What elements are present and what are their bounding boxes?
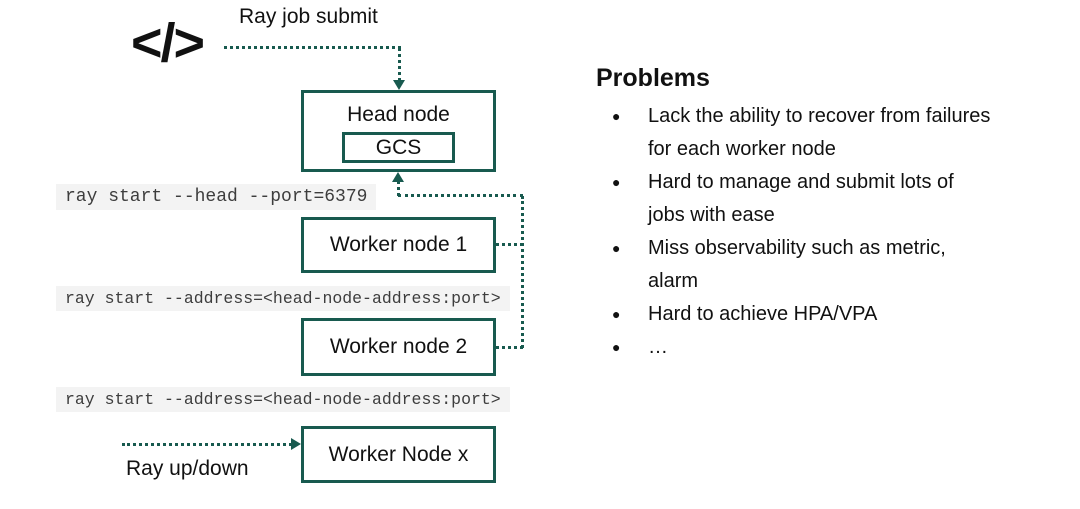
- worker-node-x-box: Worker Node x: [301, 426, 496, 483]
- bullet-icon: ●: [612, 306, 621, 322]
- gcs-label: GCS: [375, 136, 422, 159]
- bullet-icon: ●: [612, 174, 621, 190]
- problems-item: ● Lack the ability to recover from failu…: [612, 100, 1052, 166]
- problems-item: ● Hard to achieve HPA/VPA: [612, 298, 1052, 331]
- connector-gcs-horizontal: [398, 194, 523, 197]
- connector-worker2-stub: [496, 346, 523, 349]
- bullet-icon: ●: [612, 240, 621, 256]
- connector-updown-horizontal: [122, 443, 292, 446]
- worker1-start-command: ray start --address=<head-node-address:p…: [56, 286, 510, 311]
- arrowhead-down-icon: [393, 80, 405, 90]
- problems-item-text: Miss observability such as metric, alarm: [648, 237, 946, 292]
- head-node-box: Head node GCS: [301, 90, 496, 172]
- worker-node-2-box: Worker node 2: [301, 318, 496, 376]
- problems-item-text: Lack the ability to recover from failure…: [648, 105, 991, 160]
- connector-submit-vertical: [398, 48, 401, 81]
- connector-gcs-vertical: [397, 181, 400, 196]
- bullet-icon: ●: [612, 339, 621, 355]
- worker-node-x-label: Worker Node x: [328, 442, 469, 466]
- connector-worker1-stub: [496, 243, 523, 246]
- problems-item: ● Miss observability such as metric, ala…: [612, 232, 1052, 298]
- ray-job-submit-label: Ray job submit: [239, 5, 378, 28]
- code-icon: </>: [131, 13, 205, 73]
- head-start-command: ray start --head --port=6379: [56, 184, 377, 210]
- problems-item-text: Hard to achieve HPA/VPA: [648, 303, 878, 325]
- problems-item: ● …: [612, 331, 1052, 364]
- problems-list: ● Lack the ability to recover from failu…: [612, 100, 1052, 364]
- connector-submit-horizontal: [224, 46, 401, 49]
- worker2-start-command: ray start --address=<head-node-address:p…: [56, 387, 510, 412]
- problems-title: Problems: [596, 64, 710, 92]
- worker-node-2-label: Worker node 2: [329, 335, 468, 358]
- head-node-label: Head node: [347, 103, 450, 126]
- problems-item: ● Hard to manage and submit lots of jobs…: [612, 166, 1052, 232]
- bullet-icon: ●: [612, 108, 621, 124]
- worker-node-1-box: Worker node 1: [301, 217, 496, 273]
- arrowhead-up-icon: [392, 172, 404, 182]
- problems-item-text: Hard to manage and submit lots of jobs w…: [648, 171, 954, 226]
- arrowhead-right-icon: [291, 438, 301, 450]
- ray-updown-label: Ray up/down: [126, 457, 249, 480]
- worker-node-1-label: Worker node 1: [329, 233, 468, 256]
- gcs-box: GCS: [342, 132, 455, 163]
- problems-item-text: …: [648, 336, 668, 358]
- connector-workers-vertical: [521, 196, 524, 348]
